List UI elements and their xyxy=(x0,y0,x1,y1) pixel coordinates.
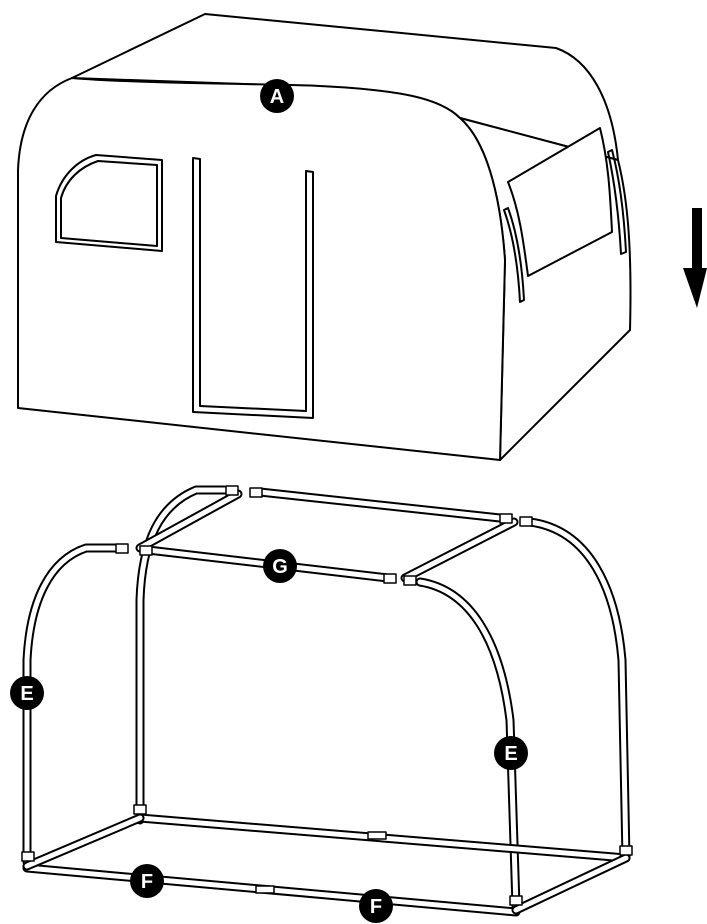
cover-front-window-inner xyxy=(60,160,158,247)
cover-side-zipper-left xyxy=(503,207,525,303)
callout-e-left: E xyxy=(10,676,44,710)
cover-front xyxy=(17,77,506,461)
callout-e-right: E xyxy=(494,736,528,770)
cover-door-zipper xyxy=(192,157,314,419)
front-arch xyxy=(22,543,521,911)
callout-e-left-label: E xyxy=(20,683,33,705)
back-arch xyxy=(135,485,631,863)
callout-f-left-label: F xyxy=(141,871,153,893)
callout-f-left: F xyxy=(130,864,164,898)
callout-f-right: F xyxy=(359,889,393,923)
frame-connectors xyxy=(21,485,633,906)
tent-cover xyxy=(17,13,632,461)
tent-frame xyxy=(21,485,633,917)
callout-a: A xyxy=(260,79,294,113)
cover-side-window xyxy=(507,127,613,277)
callout-g: G xyxy=(263,549,297,583)
callout-e-right-label: E xyxy=(504,743,517,765)
cover-side-zipper-right xyxy=(607,149,627,255)
base-side-bars xyxy=(22,813,631,915)
cover-front-window-outer xyxy=(55,154,163,252)
callout-g-label: G xyxy=(272,556,288,578)
callout-a-label: A xyxy=(270,86,284,108)
down-arrow-icon xyxy=(683,208,707,308)
callout-f-right-label: F xyxy=(370,896,382,918)
depth-bars-top xyxy=(135,489,519,583)
